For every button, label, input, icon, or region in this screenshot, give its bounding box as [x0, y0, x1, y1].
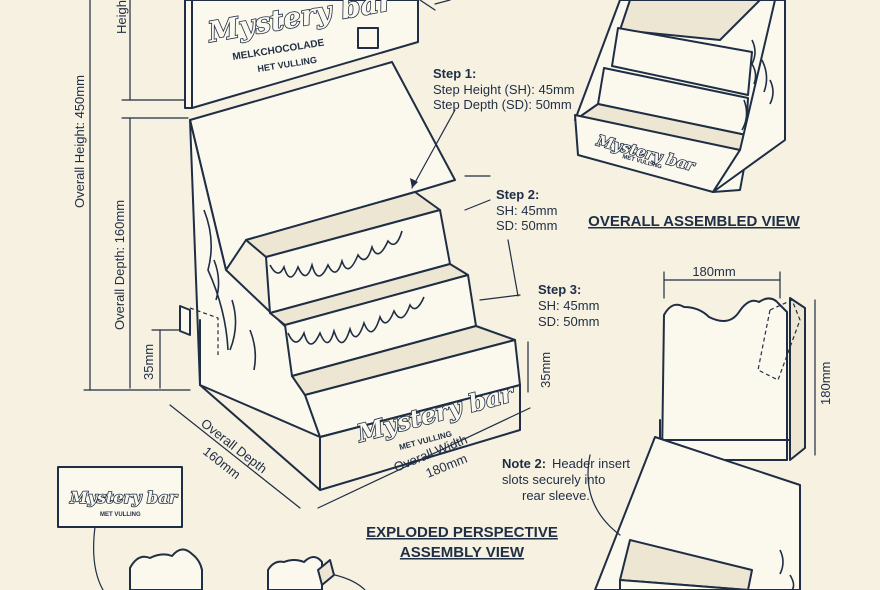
assembled-view: Mystery bar MET VULLING: [574, 0, 786, 193]
dim-overall-height: Overall Height: 450mm: [72, 75, 87, 208]
step1-leader: [411, 109, 456, 189]
note2-text: Note 2:: [502, 456, 546, 471]
step3-title: Step 3:: [538, 282, 581, 297]
note2-line2: slots securely into: [502, 472, 605, 487]
bottom-tab: [317, 559, 335, 586]
tray-drips: [779, 549, 795, 590]
step3-line2: SD: 50mm: [538, 314, 599, 329]
drip-pattern-step1: [269, 230, 403, 278]
assembled-drips: [741, 39, 774, 131]
header-leader: [419, 0, 436, 11]
dim-front-lip: 35mm: [141, 344, 156, 380]
dim-overall-depth-vertical: Overall Depth: 160mm: [112, 200, 127, 330]
assembled-title: OVERALL ASSEMBLED VIEW: [588, 213, 801, 230]
bottom-part-1: [129, 548, 203, 590]
bottom-card-brand: Mystery bar: [69, 488, 178, 507]
note2-leader: [587, 454, 621, 536]
step3-line1: SH: 45mm: [538, 298, 599, 313]
bottom-leader: [93, 526, 104, 590]
note2-line3: rear sleeve.: [522, 488, 590, 503]
header-square-icon: [357, 27, 379, 49]
step2-line2: SD: 50mm: [496, 218, 557, 233]
exploded-tray: [594, 436, 801, 590]
exploded-title-2: ASSEMBLY VIEW: [400, 544, 525, 561]
bottom-part-2: [267, 556, 323, 590]
step2-line1: SH: 45mm: [496, 203, 557, 218]
step1-line1: Step Height (SH): 45mm: [433, 82, 575, 97]
note2-label: Note 2:: [502, 456, 546, 471]
exploded-title-1: EXPLODED PERSPECTIVE: [366, 524, 558, 541]
drip-pattern-step2: [287, 296, 425, 345]
step1-title: Step 1:: [433, 66, 476, 81]
main-display: Mystery bar MET VULLING: [179, 61, 521, 491]
step2-title: Step 2:: [496, 187, 539, 202]
bottom-leader-2: [334, 574, 366, 590]
step1-line2: Step Depth (SD): 50mm: [433, 97, 572, 112]
drip-pattern-side: [203, 209, 257, 371]
header-card: Mystery bar MELKCHOCOLADE HET VULLING: [184, 0, 419, 109]
header-width-dim: 180mm: [692, 264, 735, 279]
header-height-dim: 180mm: [818, 362, 833, 405]
dim-front-lip-right: 35mm: [538, 352, 553, 388]
main-dimensions: [83, 0, 531, 509]
dim-height-partial: Heigh: [114, 0, 129, 34]
exploded-header: 180mm 180mm: [659, 264, 833, 461]
bottom-card-sub: MET VULLING: [100, 512, 141, 518]
bottom-card: Mystery bar MET VULLING: [57, 466, 183, 528]
note2-line1: Header insert: [552, 456, 630, 471]
